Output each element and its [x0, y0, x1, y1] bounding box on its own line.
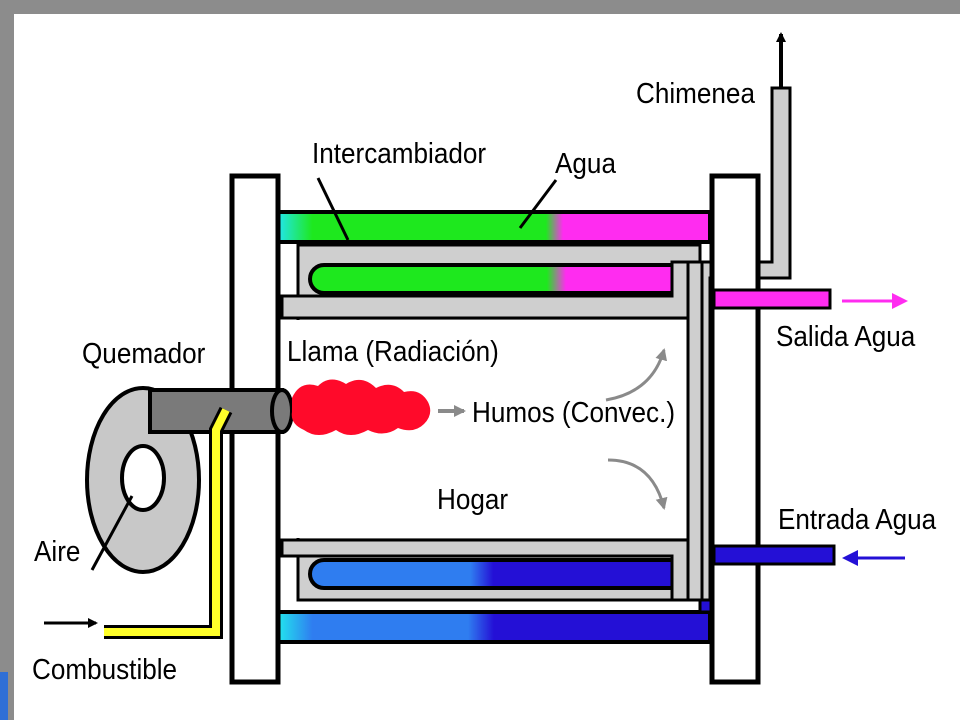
air-intake [120, 444, 166, 512]
convection-arrow-down [607, 458, 668, 510]
inner-tube-bottom [308, 558, 694, 590]
firebox-right-wall [686, 260, 704, 602]
window-frame-left [0, 0, 14, 720]
right-flange [709, 173, 761, 685]
window-frame-corner [0, 672, 8, 720]
label-combustible: Combustible [32, 654, 178, 686]
agua-pointer [518, 179, 558, 229]
intercambiador-pointer [316, 177, 350, 241]
label-salida-agua: Salida Agua [776, 321, 916, 353]
label-llama: Llama (Radiación) [287, 336, 499, 368]
fuel-line-fill [104, 408, 230, 636]
water-jacket-top [276, 210, 712, 244]
convection-arrow-up [605, 348, 668, 402]
air-pointer [90, 495, 134, 571]
label-hogar: Hogar [437, 484, 509, 516]
inner-tube-top [308, 263, 694, 295]
window-frame-top [0, 0, 960, 14]
water-outlet-pipe [712, 288, 832, 310]
label-quemador: Quemador [82, 338, 206, 370]
label-chimenea: Chimenea [636, 78, 755, 110]
label-agua: Agua [555, 148, 616, 180]
label-intercambiador: Intercambiador [312, 138, 487, 170]
outlet-arrow-head [892, 293, 908, 309]
inlet-arrow-head [842, 550, 858, 566]
water-inlet-pipe [712, 544, 836, 566]
label-entrada-agua: Entrada Agua [778, 504, 937, 536]
label-humos: Humos (Convec.) [472, 397, 676, 429]
label-aire: Aire [34, 536, 81, 568]
flame [291, 379, 431, 435]
burner-tube-end [270, 388, 294, 434]
water-jacket-bottom [276, 610, 712, 644]
